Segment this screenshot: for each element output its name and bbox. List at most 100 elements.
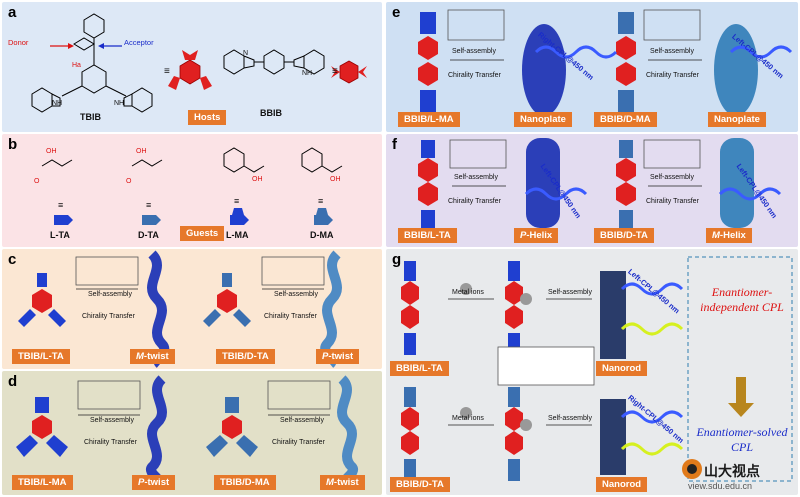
sdu-logo-mark bbox=[682, 459, 702, 479]
bbib-dta-g bbox=[401, 387, 419, 481]
g-tag-bbib-dta: BBIB/D-TA bbox=[390, 477, 450, 492]
bbib-dta-metal bbox=[505, 387, 532, 481]
g-metal-ions-2: Metal ions bbox=[452, 415, 484, 422]
bbib-lta-g bbox=[401, 261, 419, 355]
bbib-icon bbox=[331, 60, 367, 84]
oh-2: OH bbox=[136, 148, 147, 155]
d-tag-p-twist: P-twist bbox=[132, 475, 176, 490]
dma-icon bbox=[314, 208, 333, 225]
p-twist-ribbon bbox=[320, 250, 342, 368]
equiv-b3: ≡ bbox=[234, 196, 240, 206]
e-tag-bbib-lma: BBIB/L-MA bbox=[398, 112, 460, 127]
panel-e-assemblies bbox=[418, 9, 793, 116]
equiv-b2: ≡ bbox=[146, 200, 152, 210]
c-tag-p-twist: P-twist bbox=[316, 349, 360, 364]
panel-b: b OH OH OH OH O O ≡ ≡ ≡ ≡ L-TA bbox=[2, 134, 382, 247]
guests-tag: Guests bbox=[180, 226, 225, 241]
f-tag-bbib-dta: BBIB/D-TA bbox=[594, 228, 654, 243]
e-tag-nanoplate-1: Nanoplate bbox=[514, 112, 572, 127]
panel-d: d Self-assembly Self-assembly Chirality … bbox=[2, 371, 382, 495]
guest-structures bbox=[41, 147, 343, 225]
panel-b-label: b bbox=[8, 136, 18, 153]
ha-label: Ha bbox=[72, 62, 81, 69]
panel-g: g bbox=[386, 249, 798, 495]
f-tag-m-helix: M-Helix bbox=[706, 228, 752, 243]
bbib-lta-metal bbox=[505, 261, 532, 355]
panel-d-label: d bbox=[8, 373, 18, 390]
e-chirality-1: Chirality Transfer bbox=[448, 72, 501, 79]
watermark-brand: 山大视点 bbox=[704, 464, 760, 480]
f-self-assembly-2: Self-assembly bbox=[650, 174, 694, 181]
bbib-name: BBIB bbox=[260, 108, 282, 118]
nh-label-left: NH bbox=[52, 100, 63, 107]
panel-f-label: f bbox=[392, 136, 397, 153]
f-chirality-1: Chirality Transfer bbox=[448, 198, 501, 205]
f-tag-p-helix: P-Helix bbox=[514, 228, 559, 243]
panel-a: a bbox=[2, 2, 382, 132]
acceptor-label: Acceptor bbox=[124, 38, 154, 47]
nanoplate-1 bbox=[522, 24, 566, 116]
equiv-1: ≡ bbox=[164, 66, 170, 77]
nanorod-1 bbox=[600, 271, 626, 359]
g-tag-bbib-lta: BBIB/L-TA bbox=[390, 361, 449, 376]
c-chirality-1: Chirality Transfer bbox=[82, 313, 135, 320]
g-tag-nanorod-2: Nanorod bbox=[596, 477, 648, 492]
d-chirality-1: Chirality Transfer bbox=[84, 439, 137, 446]
g-self-assembly-2: Self-assembly bbox=[548, 415, 592, 422]
c-chirality-2: Chirality Transfer bbox=[264, 313, 317, 320]
d-tag-tibib-dma: TBIB/D-MA bbox=[214, 475, 276, 490]
e-chirality-2: Chirality Transfer bbox=[646, 72, 699, 79]
nanoplate-2 bbox=[714, 24, 758, 116]
tibib-bbib-structures bbox=[31, 13, 367, 113]
dta-name: D-TA bbox=[138, 230, 159, 240]
enantiomer-independent-cpl: Enantiomer-independent CPL bbox=[700, 285, 784, 314]
tibib-name: TBIB bbox=[80, 112, 101, 122]
lma-icon bbox=[230, 208, 249, 225]
c-self-assembly-1: Self-assembly bbox=[88, 291, 132, 298]
panel-g-assemblies bbox=[401, 256, 793, 482]
e-self-assembly-2: Self-assembly bbox=[650, 48, 694, 55]
f-self-assembly-1: Self-assembly bbox=[454, 174, 498, 181]
equiv-2: ≡ bbox=[332, 66, 338, 77]
d-self-assembly-1: Self-assembly bbox=[90, 417, 134, 424]
bbib-lta-stack bbox=[418, 140, 438, 232]
enantiomer-solved-cpl: Enantiomer-solved CPL bbox=[696, 425, 788, 454]
c-tag-m-twist: M-twist bbox=[130, 349, 175, 364]
d-self-assembly-2: Self-assembly bbox=[280, 417, 324, 424]
watermark-url: view.sdu.edu.cn bbox=[688, 481, 753, 491]
panel-g-label: g bbox=[392, 251, 402, 268]
oh-1: OH bbox=[46, 148, 57, 155]
bbib-lma-stack bbox=[418, 12, 438, 116]
nh-label-right: NH bbox=[114, 100, 125, 107]
lta-name: L-TA bbox=[50, 230, 70, 240]
c-tag-tibib-dta: TBIB/D-TA bbox=[216, 349, 275, 364]
panel-e-label: e bbox=[392, 4, 401, 21]
c-tag-tibib-lta: TBIB/L-TA bbox=[12, 349, 70, 364]
g-metal-ions-1: Metal ions bbox=[452, 289, 484, 296]
p-twist-ribbon-d bbox=[146, 375, 167, 487]
m-helix bbox=[720, 138, 754, 228]
tibib-lta-complex bbox=[18, 273, 66, 327]
d-tag-tibib-lma: TBIB/L-MA bbox=[12, 475, 73, 490]
lma-name: L-MA bbox=[226, 230, 249, 240]
bbib-dta-stack bbox=[616, 140, 636, 232]
panel-c-label: c bbox=[8, 251, 17, 268]
dma-name: D-MA bbox=[310, 230, 334, 240]
panel-c: c Self-assembly Self-assembly Chirality … bbox=[2, 249, 382, 369]
oh-4: OH bbox=[330, 176, 341, 183]
panel-a-label: a bbox=[8, 4, 17, 21]
e-self-assembly-1: Self-assembly bbox=[452, 48, 496, 55]
hosts-tag: Hosts bbox=[188, 110, 227, 125]
m-twist-ribbon bbox=[147, 250, 170, 368]
g-self-assembly-1: Self-assembly bbox=[548, 289, 592, 296]
c-self-assembly-2: Self-assembly bbox=[274, 291, 318, 298]
bbib-dma-stack bbox=[616, 12, 636, 116]
lta-icon bbox=[54, 215, 73, 225]
tibib-dta-complex bbox=[203, 273, 251, 327]
tibib-icon bbox=[168, 50, 212, 90]
panel-f: f Self-assembly Self-assembly Chirality … bbox=[386, 134, 798, 247]
dta-icon bbox=[142, 215, 161, 225]
d-tag-m-twist: M-twist bbox=[320, 475, 365, 490]
equiv-b4: ≡ bbox=[318, 196, 324, 206]
e-tag-bbib-dma: BBIB/D-MA bbox=[594, 112, 657, 127]
